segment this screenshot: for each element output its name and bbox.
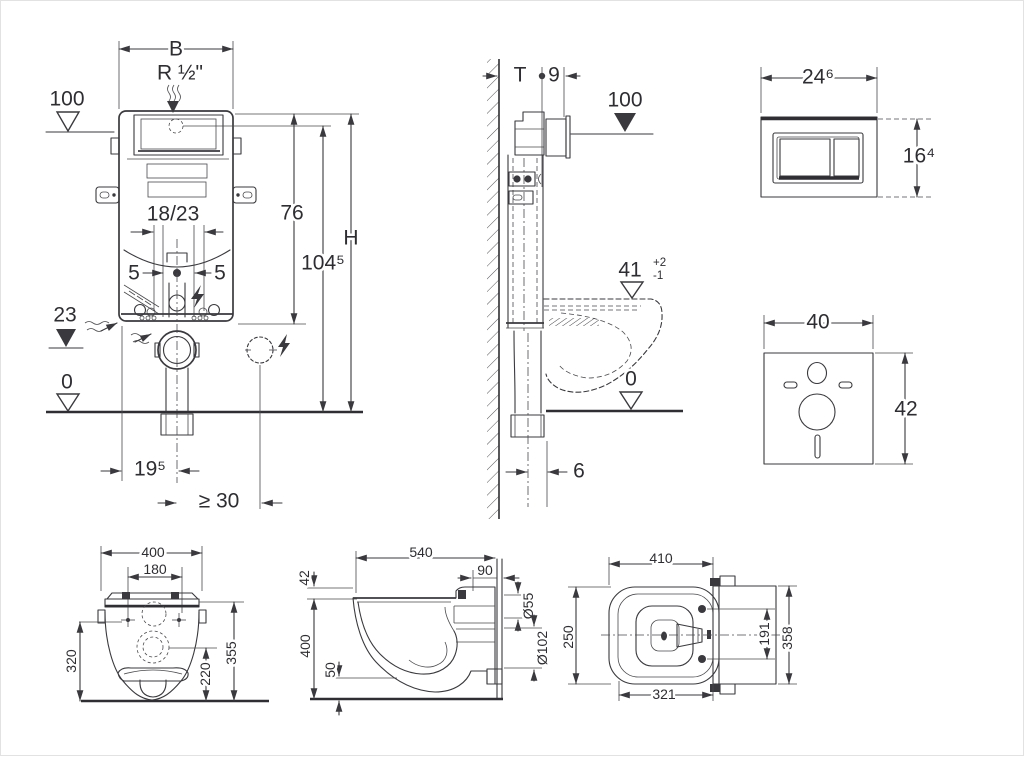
dim-wc-height-mid: 220 (197, 662, 213, 686)
level-triangle-open (619, 281, 645, 300)
dim-wc-width: 400 (141, 544, 165, 560)
flush-button-small (833, 138, 860, 177)
dim-inner-depth: 321 (652, 686, 676, 702)
fixing-point-left (121, 613, 135, 627)
fixing-point-right (172, 613, 186, 627)
floor-triangle-open (618, 391, 644, 411)
dim-frame-width: B (169, 38, 183, 61)
dim-wc-height: 400 (297, 634, 313, 658)
dim-bottom-clearance: 50 (322, 662, 338, 678)
level-triangle-filled (56, 329, 76, 347)
supply-connection-point (168, 118, 184, 134)
wc-side-view: 540 42 400 50 90 Ø55 Ø102 (294, 542, 553, 716)
dim-bowl-width: 250 (560, 625, 576, 649)
dim-wc-depth: 540 (409, 544, 433, 560)
dim-inlet-diameter: Ø55 (520, 593, 536, 620)
dim-wc-height-left: 320 (63, 649, 79, 673)
pad-hole-center (798, 393, 836, 431)
dim-pad-height: 42 (894, 398, 917, 421)
dim-outlet-diameter: Ø102 (534, 631, 550, 665)
dim-rim-drop: 42 (296, 570, 312, 586)
electrical-connection (245, 334, 290, 364)
dim-floor-level: 0 (625, 368, 637, 391)
fixing-bolt-top (698, 605, 706, 613)
dim-upper-height: 76 (280, 202, 303, 225)
frame-front-view: B R ½" 100 (45, 35, 363, 515)
dim-hole-spread: 18/23 (147, 203, 200, 226)
dim-total-height: H (343, 227, 358, 250)
pad-slot-left (783, 381, 798, 389)
flow-arrow-drain (130, 333, 152, 344)
dim-front-offset: 9 (548, 64, 560, 87)
pad-hole-top (806, 361, 828, 385)
dim-supply-level: 100 (607, 89, 642, 112)
dim-bowl-level: 41 (618, 259, 641, 282)
dim-wc-top-depth: 410 (649, 550, 673, 566)
dim-power-clearance: ≥ 30 (199, 490, 240, 513)
flow-arrow-left (84, 321, 118, 332)
wall-hatching (487, 59, 499, 519)
dim-top-hole-spread: 191 (756, 622, 772, 646)
dim-total-width: 358 (779, 626, 795, 650)
threaded-connection (545, 118, 567, 157)
pad-slot-right (838, 381, 853, 389)
wc-rear-view: 400 180 320 220 (61, 542, 269, 703)
dim-mid-height: 104⁵ (301, 252, 345, 275)
dim-wc-height-right: 355 (223, 641, 239, 665)
flush-plate-view: 24⁶ 16⁴ (760, 63, 938, 198)
lightning-icon (191, 285, 204, 308)
wall-bracket-left (95, 186, 120, 204)
pad-slot-bottom (814, 434, 821, 459)
water-flow-icon (167, 84, 181, 113)
wc-dashed-outline (543, 298, 663, 393)
dim-supply-level: 100 (49, 88, 84, 111)
fixing-bar-hatch (549, 318, 599, 326)
dim-floor-level: 0 (61, 371, 73, 394)
wc-profile (352, 586, 503, 693)
pad-body (763, 352, 874, 465)
dim-outlet-offset: 6 (573, 460, 585, 483)
dim-rear-top: 90 (477, 562, 493, 578)
wall-bracket-right (232, 186, 257, 204)
dim-wc-hole-spread: 180 (143, 561, 167, 577)
dim-drain-offset: 19⁵ (134, 458, 166, 481)
dim-plate-width: 24⁶ (802, 66, 834, 89)
frame-side-view: T 9 100 (482, 59, 683, 519)
dim-outlet-level: 23 (53, 304, 76, 327)
wc-top-view: 410 250 191 358 (558, 548, 798, 705)
outlet-circle (136, 630, 170, 664)
dim-plate-height: 16⁴ (903, 145, 935, 168)
sound-pad-view: 40 42 (763, 308, 920, 465)
level-triangle-filled (614, 113, 636, 132)
dim-pad-width: 40 (806, 311, 829, 334)
floor-triangle-open (55, 393, 81, 413)
dim-offset-right: 5 (214, 262, 226, 285)
dim-water-supply: R ½" (157, 62, 203, 85)
fixing-bolt-bottom (698, 655, 706, 663)
lightning-icon (278, 334, 290, 357)
level-triangle-open (55, 111, 81, 133)
dim-bowl-tol-minus: -1 (653, 270, 663, 282)
dim-offset-left: 5 (128, 262, 140, 285)
flush-button-large (779, 138, 831, 177)
dim-bowl-tol-plus: +2 (653, 257, 666, 269)
plate-body (760, 116, 878, 198)
dim-frame-depth: T (514, 64, 527, 87)
flush-inlet-circle (141, 601, 167, 627)
